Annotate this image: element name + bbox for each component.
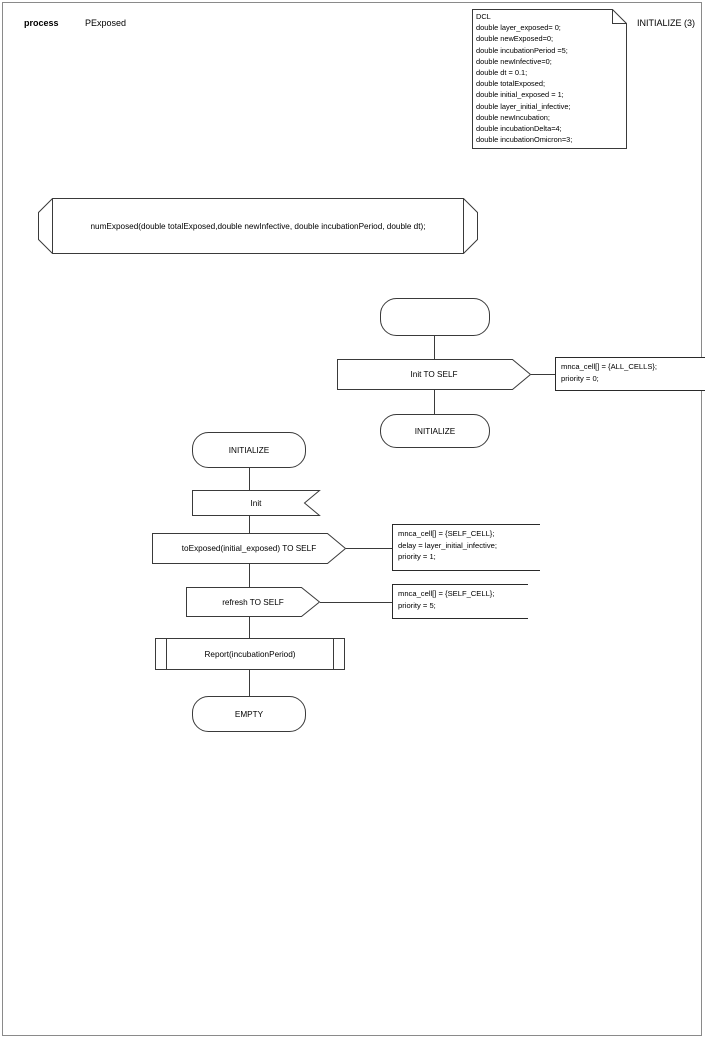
- annotation-toexposed-text: mnca_cell[] = {SELF_CELL}; delay = layer…: [398, 529, 497, 561]
- annotation-init-to-self: mnca_cell[] = {ALL_CELLS}; priority = 0;: [555, 357, 705, 391]
- annotation-refresh: mnca_cell[] = {SELF_CELL}; priority = 5;: [392, 584, 528, 619]
- state-empty: EMPTY: [192, 696, 306, 732]
- header-process-name: PExposed: [85, 18, 127, 28]
- send-node-init-to-self-label: Init TO SELF: [410, 370, 458, 379]
- initialize-count-label: INITIALIZE (3): [637, 18, 696, 28]
- connector-toexposed-to-refresh: [249, 564, 250, 587]
- header-keyword: process: [24, 18, 59, 28]
- state-initialize-top-label: INITIALIZE: [414, 426, 456, 436]
- start-oval-empty: [380, 298, 490, 336]
- send-node-toexposed-label: toExposed(initial_exposed) TO SELF: [181, 544, 317, 553]
- procedure-box-numexposed: numExposed(double totalExposed,double ne…: [38, 198, 478, 254]
- send-node-init-to-self: Init TO SELF: [337, 359, 532, 390]
- procedure-box-label: numExposed(double totalExposed,double ne…: [90, 221, 426, 231]
- connector-refresh-to-annotation: [320, 602, 392, 603]
- receive-node-init-label: Init: [250, 498, 262, 508]
- state-initialize-main: INITIALIZE: [192, 432, 306, 468]
- annotation-refresh-text: mnca_cell[] = {SELF_CELL}; priority = 5;: [398, 589, 495, 610]
- connector-send-to-annotation-top: [531, 374, 555, 375]
- send-node-refresh: refresh TO SELF: [186, 587, 321, 617]
- predefined-process-report-label: Report(incubationPeriod): [204, 649, 296, 659]
- receive-node-init: Init: [192, 490, 321, 516]
- connector-start-to-send: [434, 336, 435, 359]
- state-empty-label: EMPTY: [234, 709, 264, 719]
- connector-send-to-state-top: [434, 390, 435, 414]
- start-oval-label: [380, 298, 490, 336]
- page-border: [2, 2, 702, 1036]
- send-node-refresh-label: refresh TO SELF: [222, 597, 284, 607]
- predefined-process-report: Report(incubationPeriod): [155, 638, 345, 670]
- connector-report-to-empty: [249, 670, 250, 696]
- connector-state-to-receive: [249, 468, 250, 490]
- annotation-init-to-self-text: mnca_cell[] = {ALL_CELLS}; priority = 0;: [561, 362, 658, 383]
- state-initialize-top: INITIALIZE: [380, 414, 490, 448]
- send-node-toexposed: toExposed(initial_exposed) TO SELF: [152, 533, 347, 564]
- connector-refresh-to-report: [249, 617, 250, 638]
- connector-toexposed-to-annotation: [346, 548, 392, 549]
- connector-receive-to-toexposed: [249, 516, 250, 533]
- state-initialize-main-label: INITIALIZE: [228, 445, 270, 455]
- dcl-declaration-note: DCL double layer_exposed= 0; double newE…: [472, 9, 627, 149]
- annotation-toexposed: mnca_cell[] = {SELF_CELL}; delay = layer…: [392, 524, 540, 571]
- dcl-note-text: DCL double layer_exposed= 0; double newE…: [476, 12, 573, 145]
